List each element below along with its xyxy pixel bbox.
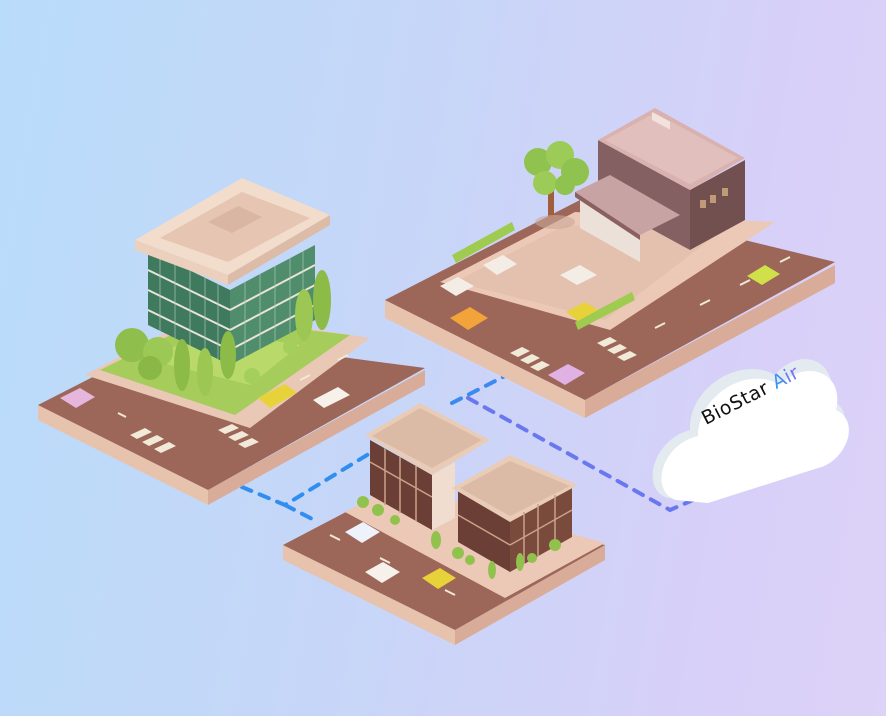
site-glass-tower <box>38 178 425 505</box>
cloud-service <box>652 359 849 503</box>
trees <box>115 270 331 396</box>
cars <box>60 384 350 408</box>
site-brick-office <box>385 108 835 418</box>
network-connection-lines <box>240 374 702 524</box>
site-modern-offices <box>283 403 605 645</box>
cars <box>440 255 780 385</box>
cars <box>345 522 456 589</box>
